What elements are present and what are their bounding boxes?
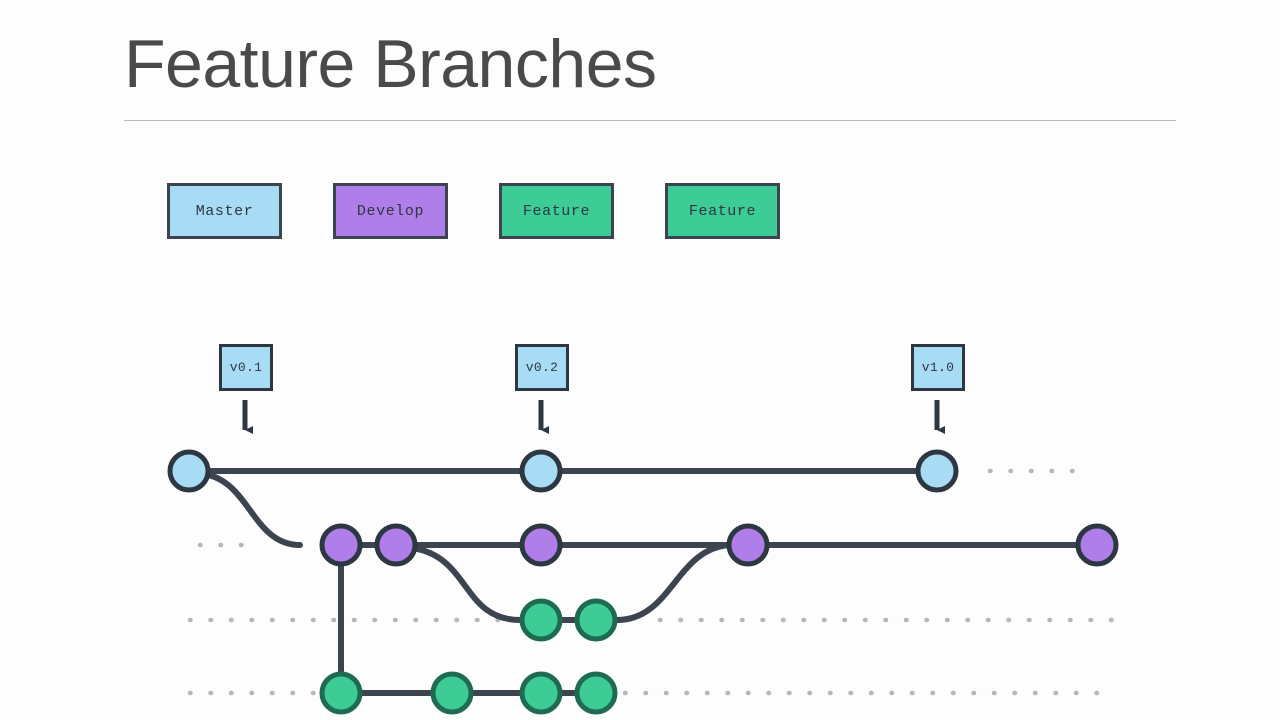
version-tag-label: v0.2 bbox=[525, 360, 559, 375]
connector-feature1-to-develop bbox=[614, 542, 733, 623]
legend-label: Feature bbox=[522, 202, 591, 220]
version-tag-v10[interactable]: v1.0 bbox=[911, 344, 965, 391]
page-title: Feature Branches bbox=[124, 26, 657, 102]
legend-item-develop[interactable]: Develop bbox=[333, 183, 448, 239]
commit-node-feature[interactable] bbox=[519, 671, 563, 715]
commit-node-develop[interactable] bbox=[519, 523, 563, 567]
commit-node-feature[interactable] bbox=[519, 598, 563, 642]
commits-feature-1 bbox=[519, 598, 618, 642]
commit-node-feature[interactable] bbox=[574, 671, 618, 715]
legend-item-master[interactable]: Master bbox=[167, 183, 282, 239]
legend-label: Feature bbox=[688, 202, 757, 220]
legend-label: Master bbox=[195, 202, 254, 220]
commits-master bbox=[167, 449, 959, 493]
version-tag-v02[interactable]: v0.2 bbox=[515, 344, 569, 391]
tag-arrows bbox=[242, 400, 945, 434]
legend-item-feature-1[interactable]: Feature bbox=[499, 183, 614, 239]
commit-node-feature[interactable] bbox=[574, 598, 618, 642]
commits-feature-2 bbox=[319, 671, 618, 715]
version-tag-label: v0.1 bbox=[229, 360, 263, 375]
commit-node-master[interactable] bbox=[915, 449, 959, 493]
title-block: Feature Branches bbox=[124, 24, 1176, 121]
connector-develop-to-feature1 bbox=[409, 545, 523, 623]
commit-node-develop[interactable] bbox=[726, 523, 770, 567]
branch-connectors bbox=[200, 471, 733, 696]
commits-develop bbox=[319, 523, 1119, 567]
title-divider bbox=[124, 120, 1176, 121]
commit-node-develop[interactable] bbox=[1075, 523, 1119, 567]
lane-dotted-segments bbox=[187, 468, 1118, 696]
commit-node-develop[interactable] bbox=[319, 523, 363, 567]
connector-master-to-develop bbox=[200, 471, 303, 548]
version-tag-v01[interactable]: v0.1 bbox=[219, 344, 273, 391]
legend-label: Develop bbox=[356, 202, 425, 220]
lane-solid-lines bbox=[189, 468, 1097, 696]
commit-node-master[interactable] bbox=[167, 449, 211, 493]
legend-item-feature-2[interactable]: Feature bbox=[665, 183, 780, 239]
version-tag-label: v1.0 bbox=[921, 360, 955, 375]
commit-node-feature[interactable] bbox=[430, 671, 474, 715]
commit-node-feature[interactable] bbox=[319, 671, 363, 715]
commit-node-master[interactable] bbox=[519, 449, 563, 493]
commit-node-develop[interactable] bbox=[374, 523, 418, 567]
